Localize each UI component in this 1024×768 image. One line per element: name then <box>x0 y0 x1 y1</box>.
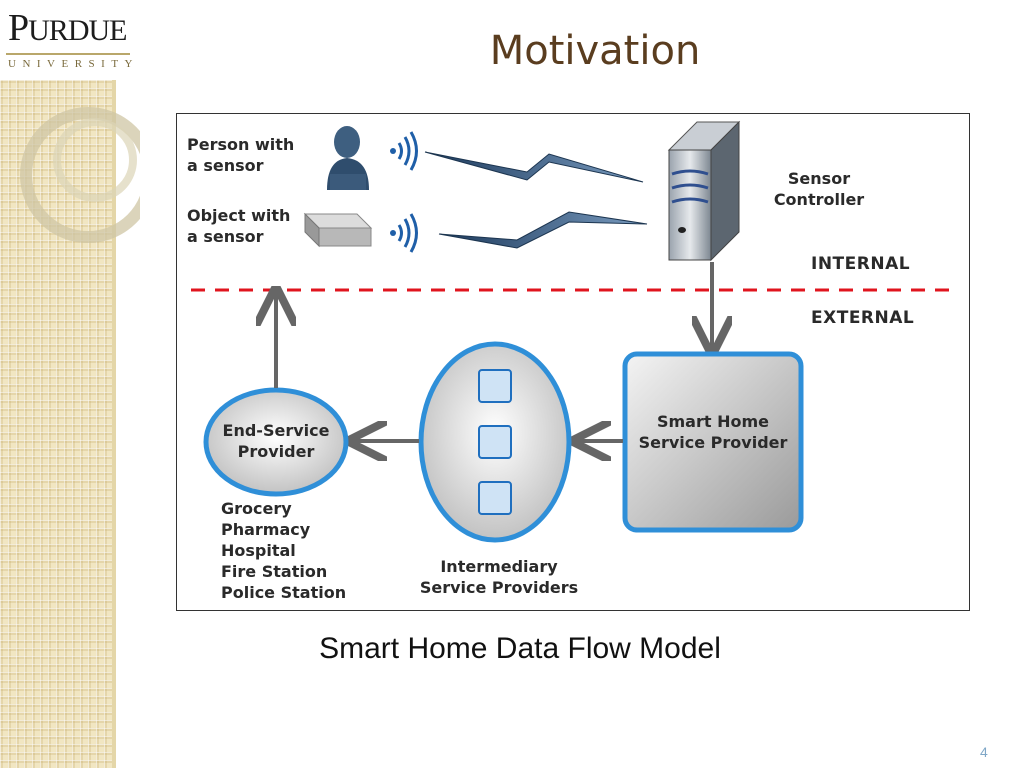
decorative-rings <box>20 107 140 243</box>
smart-home-provider-box <box>622 351 804 533</box>
logo-rule <box>6 53 130 55</box>
end-service-provider-label: End-Service Provider <box>222 421 330 461</box>
server-icon <box>667 120 741 262</box>
end-services-list: Grocery Pharmacy Hospital Fire Station P… <box>221 499 347 602</box>
wireless-link-person <box>424 151 644 183</box>
figure-caption: Smart Home Data Flow Model <box>319 632 721 665</box>
intermediary-node-icons <box>478 369 512 515</box>
external-zone-label: EXTERNAL <box>811 308 915 328</box>
object-with-sensor-label: Object with a sensor <box>187 206 291 246</box>
sensor-controller-label: Sensor Controller <box>773 169 865 209</box>
router-icon <box>303 212 373 248</box>
person-with-sensor-label: Person with a sensor <box>187 135 295 175</box>
wireless-signal-icon <box>390 131 418 171</box>
decorative-strip-edge <box>112 0 116 768</box>
page-number: 4 <box>980 744 988 760</box>
wireless-link-object <box>438 211 648 249</box>
end-service-provider-ellipse <box>203 387 349 497</box>
purdue-logo: PURDUE UNIVERSITY <box>0 0 138 80</box>
wireless-signal-icon <box>390 213 418 253</box>
smart-home-provider-label: Smart Home Service Provider <box>638 412 788 452</box>
logo-subtitle: UNIVERSITY <box>8 58 139 70</box>
internal-zone-label: INTERNAL <box>811 254 911 274</box>
slide-title: Motivation <box>489 28 701 74</box>
logo-wordmark: PURDUE <box>8 7 127 49</box>
data-flow-diagram: Person with a sensor Object with a senso… <box>176 113 970 611</box>
person-icon <box>327 126 369 190</box>
intermediary-providers-label: Intermediary Service Providers <box>419 557 579 597</box>
